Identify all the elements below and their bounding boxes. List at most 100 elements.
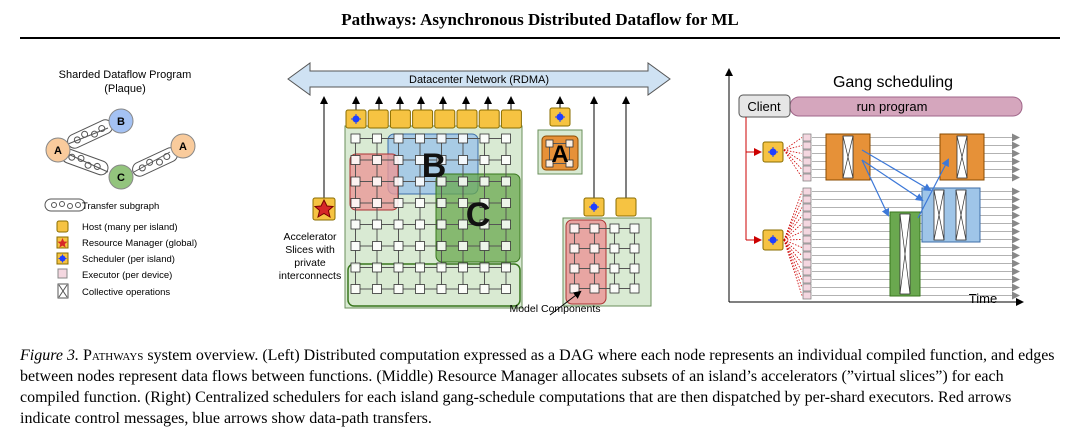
accelerator-device (479, 241, 490, 251)
star-icon (313, 198, 335, 219)
network-links (320, 96, 630, 210)
accelerator-device (436, 198, 447, 208)
accelerator-device (545, 159, 554, 168)
executor-icon (802, 173, 812, 182)
executor-icon (802, 149, 812, 158)
accelerator-device (415, 219, 425, 230)
accelerator-device (372, 262, 382, 273)
accelerator-device (501, 284, 511, 294)
accelerator-device (629, 223, 640, 234)
svg-text:Scheduler (per island): Scheduler (per island) (82, 254, 175, 265)
accelerator-device (501, 176, 511, 187)
client-label: Client (747, 99, 781, 114)
svg-text:Accelerator: Accelerator (283, 231, 337, 243)
island-main-devices (350, 133, 511, 294)
page-title: Pathways: Asynchronous Distributed Dataf… (341, 10, 739, 29)
host-icon (500, 109, 522, 129)
accelerator-device (589, 243, 600, 254)
middle-panel: Datacenter Network (RDMA) Accelerator Sl… (279, 62, 671, 316)
accelerator-device (458, 262, 468, 273)
executor-icon (802, 267, 812, 276)
executor-icon (802, 211, 812, 220)
accelerator-device (545, 139, 554, 148)
accelerator-device (436, 176, 447, 187)
accelerator-device (565, 139, 574, 148)
legend-transfer: Transfer subgraph (44, 198, 159, 212)
accelerator-device (372, 176, 382, 187)
accelerator-device (350, 198, 361, 208)
node-c: C (108, 164, 134, 190)
legend-executor: Executor (per device) (57, 268, 172, 281)
accelerator-device (479, 284, 490, 294)
accelerator-device (393, 284, 404, 294)
accelerator-device (415, 133, 425, 144)
executor-icon (802, 251, 812, 260)
accelerator-device (479, 176, 490, 187)
svg-text:A: A (54, 145, 62, 157)
left-panel: Sharded Dataflow Program (Plaque) A (44, 69, 197, 299)
legend: Transfer subgraph Host (many per island)… (44, 198, 197, 299)
executor-icon (802, 195, 812, 204)
svg-text:Resource Manager (global): Resource Manager (global) (82, 238, 197, 249)
star-icon (57, 238, 68, 248)
accelerator-device (609, 223, 620, 234)
accelerator-device (372, 241, 382, 251)
accelerator-device (436, 262, 447, 273)
header-rule (20, 37, 1060, 39)
svg-text:private: private (294, 257, 326, 269)
accelerator-device (393, 133, 404, 144)
svg-text:C: C (117, 172, 125, 184)
executor-icon (802, 227, 812, 236)
accelerator-device (569, 263, 580, 274)
host-icon (478, 109, 500, 129)
executor-icon (802, 157, 812, 166)
slice-b-label: B (422, 147, 447, 185)
accelerator-device (565, 159, 574, 168)
accelerator-device (436, 155, 447, 165)
model-components-label: Model Components (509, 303, 600, 315)
accelerator-device (589, 223, 600, 234)
executor-columns (802, 133, 812, 300)
accelerator-device (393, 176, 404, 187)
accelerator-device (393, 262, 404, 273)
svg-text:Executor (per device): Executor (per device) (82, 270, 172, 281)
client-box (738, 94, 791, 118)
accelerator-device (609, 243, 620, 254)
executor-icon (802, 291, 812, 300)
collective-operations (825, 133, 985, 297)
node-a-right: A (170, 133, 196, 159)
host-icon (412, 109, 434, 129)
accelerator-device (609, 283, 620, 294)
accelerator-device (458, 284, 468, 294)
accelerator-device (501, 155, 511, 165)
caption-system-name: Pathways (82, 347, 144, 364)
island-a: A (537, 107, 583, 175)
legend-resource-manager: Resource Manager (global) (56, 236, 197, 249)
accelerator-device (569, 243, 580, 254)
legend-host: Host (many per island) (56, 220, 178, 233)
legend-scheduler: Scheduler (per island) (56, 252, 175, 265)
accelerator-device (589, 283, 600, 294)
node-a-left: A (45, 137, 71, 163)
accelerator-device (479, 262, 490, 273)
resource-manager-host (312, 197, 336, 221)
accelerator-device (458, 176, 468, 187)
accelerator-device (501, 241, 511, 251)
accelerator-device (393, 219, 404, 230)
accelerator-device (350, 155, 361, 165)
accelerator-device (393, 241, 404, 251)
accelerator-device (415, 241, 425, 251)
slice-c-label: C (466, 196, 491, 234)
control-path (745, 117, 762, 244)
data-path-transfers (861, 149, 949, 219)
executor-icon (802, 243, 812, 252)
accelerator-device (569, 283, 580, 294)
gang-scheduling-title: Gang scheduling (833, 74, 953, 91)
accelerator-device (415, 262, 425, 273)
legend-collective: Collective operations (57, 283, 170, 299)
run-program-label: run program (857, 99, 928, 114)
host-icon (434, 109, 456, 129)
accelerator-device (436, 133, 447, 144)
scheduler-2 (762, 229, 784, 251)
accelerator-device (436, 284, 447, 294)
